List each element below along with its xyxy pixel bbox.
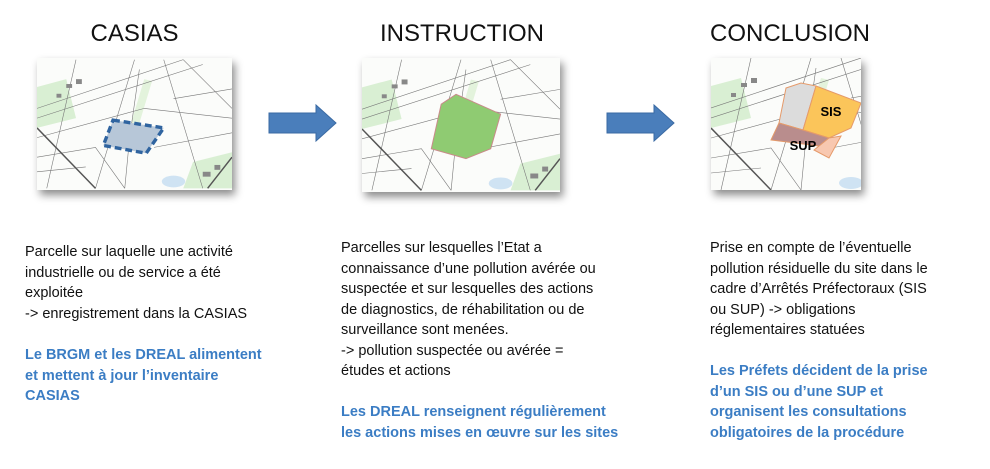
- text-line: surveillance sont menées.: [341, 322, 509, 338]
- text-line: d’un SIS ou d’une SUP et: [710, 383, 883, 400]
- step-title-instruction: INSTRUCTION: [380, 20, 544, 47]
- text-line: pollution résiduelle du site dans le: [710, 260, 928, 277]
- text-line: exploitée: [25, 285, 84, 301]
- sup-label: SUP: [790, 138, 817, 153]
- instruction-map-image: [362, 58, 560, 192]
- conclusion-description: Prise en compte de l’éventuelle pollutio…: [710, 238, 928, 341]
- text-line: ou SUP) -> obligations: [710, 301, 856, 318]
- text-line: Prise en compte de l’éventuelle: [710, 240, 912, 256]
- text-line: CASIAS: [25, 388, 80, 404]
- text-line: Le BRGM et les DREAL alimentent: [25, 347, 262, 363]
- text-line: -> enregistrement dans la CASIAS: [25, 305, 248, 322]
- text-line: réglementaires statuées: [710, 322, 865, 338]
- text-line: Les DREAL renseignent régulièrement: [341, 404, 606, 420]
- text-line: études et actions: [341, 363, 451, 379]
- text-line: industrielle ou de service a été: [25, 264, 221, 281]
- casias-description: Parcelle sur laquelle une activité indus…: [25, 242, 247, 324]
- instruction-description: Parcelles sur lesquelles l’Etat a connai…: [341, 238, 596, 382]
- text-line: connaissance d’une pollution avérée ou: [341, 260, 596, 277]
- text-line: Parcelle sur laquelle une activité: [25, 244, 233, 260]
- text-line: Parcelles sur lesquelles l’Etat a: [341, 240, 542, 256]
- conclusion-note: Les Préfets décident de la prise d’un SI…: [710, 361, 928, 443]
- casias-note: Le BRGM et les DREAL alimentent et mette…: [25, 345, 262, 407]
- text-line: Les Préfets décident de la prise: [710, 363, 928, 379]
- conclusion-map-image: SIS SUP: [711, 58, 861, 190]
- text-line: suspectée et sur lesquelles des actions: [341, 281, 594, 297]
- text-line: et mettent à jour l’inventaire: [25, 367, 219, 384]
- sis-label: SIS: [821, 104, 842, 119]
- arrow-right-icon: [268, 103, 337, 143]
- step-title-casias: CASIAS: [90, 20, 179, 47]
- step-title-conclusion: CONCLUSION: [709, 20, 871, 47]
- text-line: les actions mises en œuvre sur les sites: [341, 424, 619, 441]
- text-line: cadre d’Arrêtés Préfectoraux (SIS: [710, 281, 927, 297]
- arrow-right-icon: [606, 103, 675, 143]
- text-line: obligatoires de la procédure: [710, 424, 905, 441]
- casias-map-image: [37, 58, 232, 190]
- text-line: de diagnostics, de réhabilitation ou de: [341, 301, 585, 318]
- text-line: -> pollution suspectée ou avérée =: [341, 342, 564, 359]
- text-line: organisent les consultations: [710, 404, 907, 420]
- instruction-note: Les DREAL renseignent régulièrement les …: [341, 402, 618, 443]
